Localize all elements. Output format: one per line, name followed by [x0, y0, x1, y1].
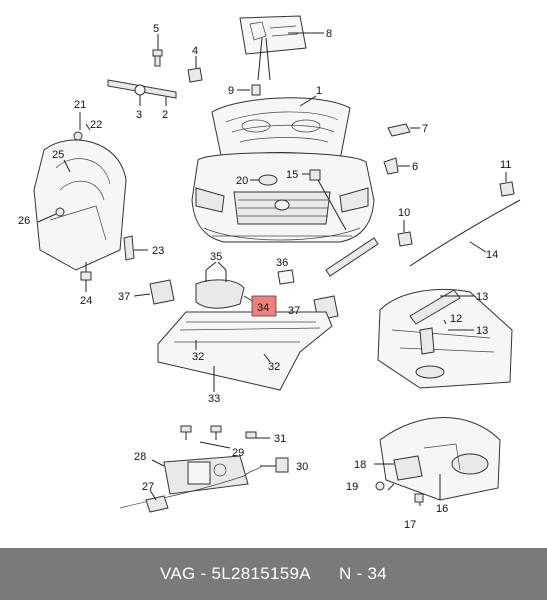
callout-24: 24 [80, 295, 92, 307]
callout-29: 29 [232, 447, 244, 459]
callout-7: 7 [422, 123, 428, 135]
clip-part-7 [387, 123, 420, 137]
position-label: N - 34 [338, 564, 388, 583]
bonnet-lock-detail [239, 15, 324, 81]
clip-part-4 [187, 56, 203, 83]
callout-33: 33 [208, 393, 220, 405]
buffer-part-6 [383, 157, 410, 175]
hood-strut [325, 237, 379, 277]
clip-part-10 [397, 220, 413, 247]
callout-18: 18 [354, 459, 366, 471]
bonnet-lock-assembly [119, 425, 289, 513]
hinge-bar-part-2-3 [107, 79, 177, 106]
callout-36: 36 [276, 257, 288, 269]
wheel-arch-detail [33, 112, 148, 292]
callout-2: 2 [162, 109, 168, 121]
callout-27: 27 [142, 481, 154, 493]
callout-labels: 5 4 3 2 8 9 1 7 6 11 20 15 10 14 21 22 2… [18, 23, 511, 531]
callout-15: 15 [286, 169, 298, 181]
callout-31: 31 [274, 433, 286, 445]
callout-32-left: 32 [192, 351, 204, 363]
callout-21: 21 [74, 99, 86, 111]
callout-19: 19 [346, 481, 358, 493]
callout-23: 23 [152, 245, 164, 257]
cowl-frame-detail [377, 288, 513, 389]
callout-25: 25 [52, 149, 64, 161]
callout-11: 11 [500, 159, 511, 171]
bolt-part-5 [152, 34, 163, 67]
callout-32-right: 32 [268, 361, 280, 373]
callout-37-left: 37 [118, 291, 130, 303]
callout-20: 20 [236, 175, 248, 187]
part-number-label: VAG - 5L2815159A [159, 564, 311, 583]
callout-13-bottom: 13 [476, 325, 488, 337]
body-latch-detail [374, 417, 501, 506]
callout-3: 3 [136, 109, 142, 121]
clip-part-11 [499, 172, 515, 197]
callout-35: 35 [210, 251, 222, 263]
parts-diagram: 5 4 3 2 8 9 1 7 6 11 20 15 10 14 21 22 2… [18, 15, 521, 531]
callout-30: 30 [296, 461, 308, 473]
callout-9: 9 [228, 85, 234, 97]
bolt-part-9 [237, 84, 261, 96]
callout-10: 10 [398, 207, 410, 219]
callout-14: 14 [486, 249, 498, 261]
callout-17: 17 [404, 519, 416, 531]
callout-1: 1 [316, 85, 322, 97]
callout-13-top: 13 [476, 291, 488, 303]
callout-4: 4 [192, 45, 198, 57]
callout-28: 28 [134, 451, 146, 463]
plenum-panel-assembly [133, 261, 339, 392]
callout-6: 6 [412, 161, 418, 173]
callout-8: 8 [326, 28, 332, 40]
seal-part-14 [409, 199, 521, 267]
highlight-box-34 [251, 295, 277, 317]
callout-34: 34 [257, 302, 269, 314]
footer-bar: VAG - 5L2815159A N - 34 [0, 548, 547, 600]
callout-16: 16 [436, 503, 448, 515]
callout-12: 12 [450, 313, 462, 325]
car-front-illustration [191, 95, 375, 243]
callout-26: 26 [18, 215, 30, 227]
callout-37-right: 37 [288, 305, 300, 317]
callout-5: 5 [153, 23, 159, 35]
callout-22: 22 [90, 119, 102, 131]
